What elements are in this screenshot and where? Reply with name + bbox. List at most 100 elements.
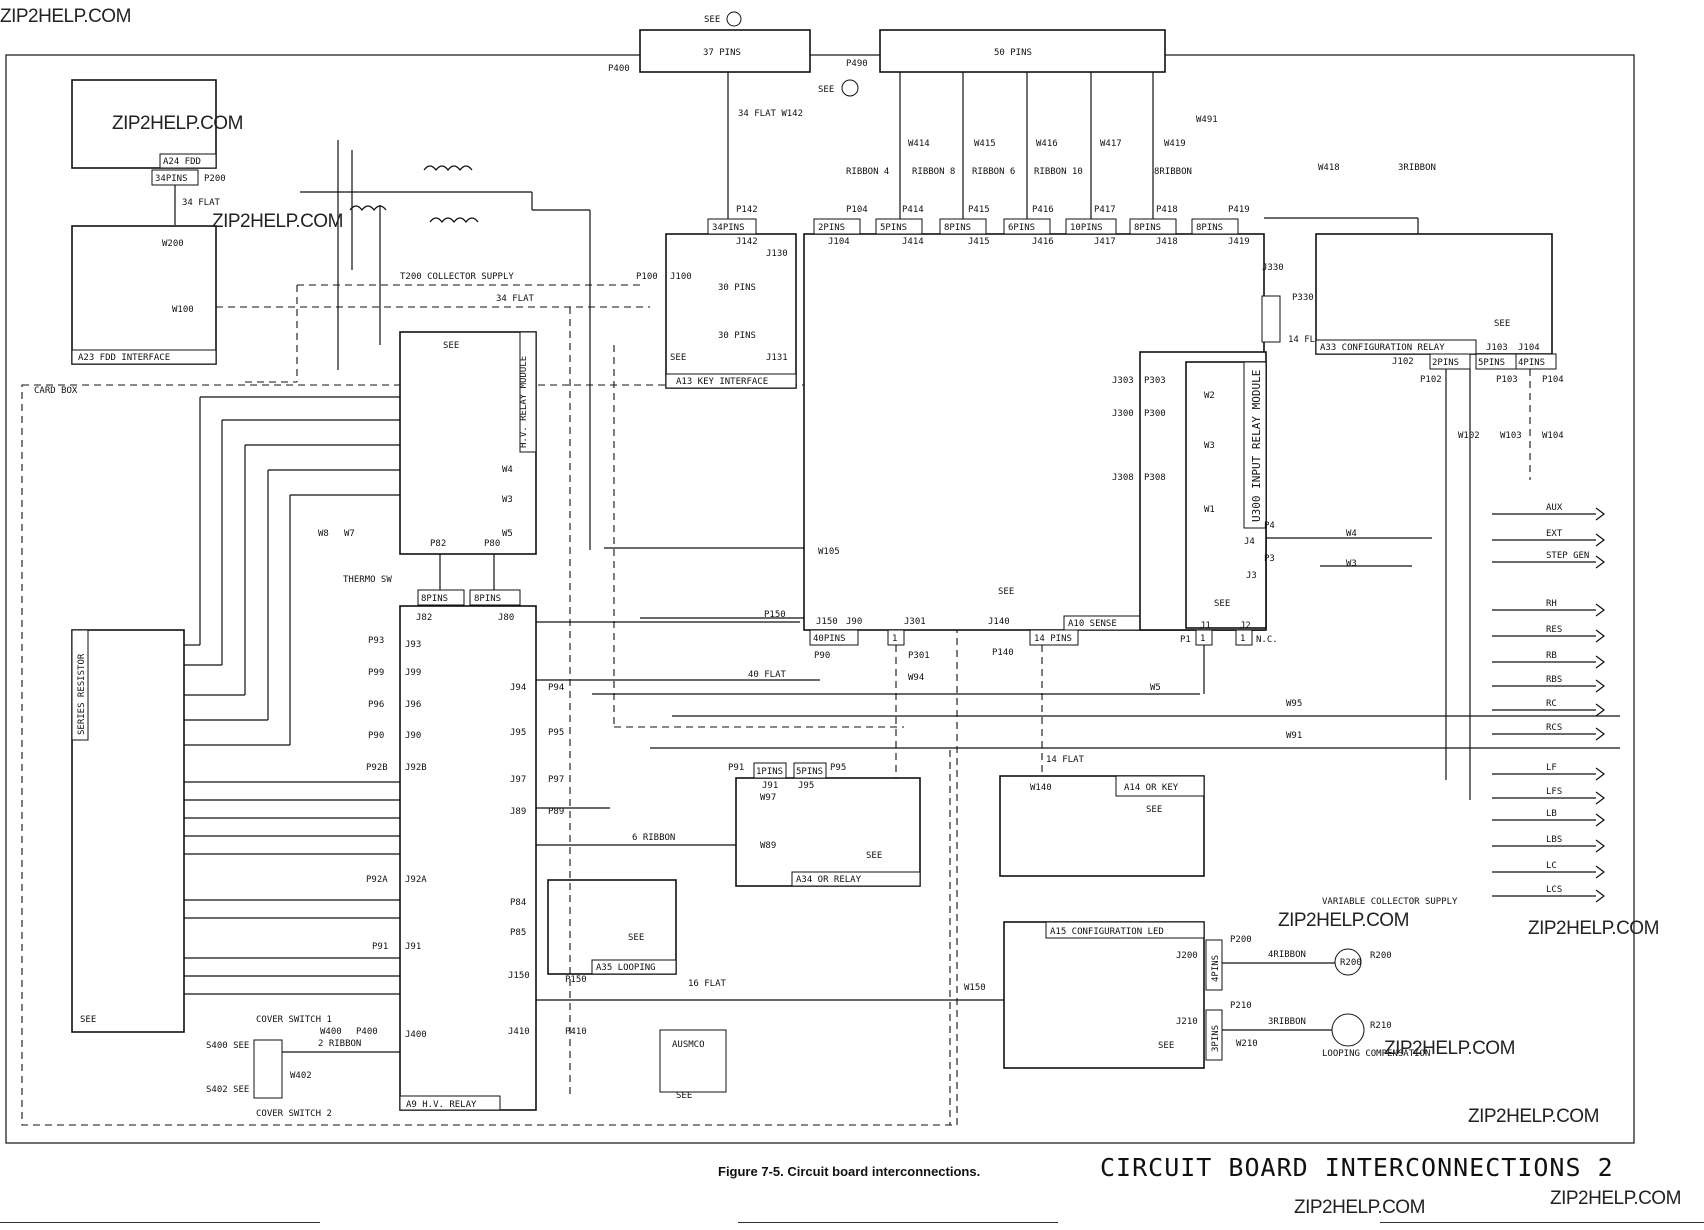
svg-text:P150: P150 bbox=[565, 975, 587, 985]
svg-text:P91: P91 bbox=[728, 763, 744, 773]
svg-text:P4: P4 bbox=[1264, 521, 1275, 531]
svg-text:J91: J91 bbox=[762, 781, 778, 791]
svg-text:P140: P140 bbox=[992, 648, 1014, 658]
output-label-res: RES bbox=[1546, 625, 1562, 635]
diagram-frame bbox=[5, 54, 1635, 1144]
svg-text:J300: J300 bbox=[1112, 409, 1134, 419]
output-arrow-icon bbox=[1595, 603, 1605, 617]
diagram-title: CIRCUIT BOARD INTERCONNECTIONS 2 bbox=[1100, 1153, 1614, 1182]
output-arrow-icon bbox=[1595, 629, 1605, 643]
watermark: ZIP2HELP.COM bbox=[0, 6, 131, 27]
svg-text:W2: W2 bbox=[1204, 391, 1215, 401]
footer-rule bbox=[0, 1222, 320, 1223]
svg-text:P417: P417 bbox=[1094, 205, 1116, 215]
svg-text:P200: P200 bbox=[204, 174, 226, 184]
svg-text:W97: W97 bbox=[760, 793, 776, 803]
svg-text:W419: W419 bbox=[1164, 139, 1186, 149]
svg-text:W5: W5 bbox=[1150, 683, 1161, 693]
svg-text:J100: J100 bbox=[670, 272, 692, 282]
output-label-step-gen: STEP GEN bbox=[1546, 551, 1589, 561]
cover1-label: COVER SWITCH 1 bbox=[256, 1015, 332, 1025]
svg-text:P210: P210 bbox=[1230, 1001, 1252, 1011]
svg-text:34 FLAT W142: 34 FLAT W142 bbox=[738, 109, 803, 119]
a13-label: A13 KEY INTERFACE bbox=[676, 377, 768, 387]
output-label-rh: RH bbox=[1546, 599, 1557, 609]
svg-text:P84: P84 bbox=[510, 898, 526, 908]
output-terminals bbox=[1445, 369, 1531, 800]
svg-text:P200: P200 bbox=[1230, 935, 1252, 945]
output-arrow-icon bbox=[1595, 727, 1605, 741]
p400-connector bbox=[639, 29, 811, 73]
svg-text:P416: P416 bbox=[1032, 205, 1054, 215]
svg-text:P91: P91 bbox=[372, 942, 388, 952]
series-resistor-label: SERIES RESISTOR bbox=[77, 653, 87, 735]
pins37-label: 37 PINS bbox=[703, 48, 741, 58]
svg-text:J103: J103 bbox=[1486, 343, 1508, 353]
svg-text:J104: J104 bbox=[828, 237, 850, 247]
pins50-label: 50 PINS bbox=[994, 48, 1032, 58]
output-arrow-icon bbox=[1595, 865, 1605, 879]
svg-text:SEE: SEE bbox=[1494, 319, 1510, 329]
svg-text:J415: J415 bbox=[968, 237, 990, 247]
svg-text:J102: J102 bbox=[1392, 357, 1414, 367]
svg-text:J418: J418 bbox=[1156, 237, 1178, 247]
svg-text:R200: R200 bbox=[1340, 958, 1362, 968]
svg-text:P330: P330 bbox=[1292, 293, 1314, 303]
svg-text:14 PINS: 14 PINS bbox=[1034, 634, 1072, 644]
a24-board bbox=[71, 79, 217, 169]
svg-text:P96: P96 bbox=[368, 700, 384, 710]
a10-label: A10 SENSE bbox=[1068, 619, 1117, 629]
svg-text:6 RIBBON: 6 RIBBON bbox=[632, 833, 675, 843]
svg-text:J99: J99 bbox=[405, 668, 421, 678]
top-headers: 2PINS 5PINS 8PINS 6PINS 10PINS 8PINS 8PI… bbox=[813, 205, 1250, 247]
svg-text:J303: J303 bbox=[1112, 376, 1134, 386]
svg-text:8PINS: 8PINS bbox=[1196, 223, 1223, 233]
ribbon-cables: W414 W415 W416 W417 W419 W491 RIBBON 4 R… bbox=[846, 72, 1436, 219]
figure-caption: Figure 7-5. Circuit board interconnectio… bbox=[718, 1164, 981, 1179]
svg-text:J417: J417 bbox=[1094, 237, 1116, 247]
ausmco-part bbox=[659, 1029, 727, 1093]
footer-rule bbox=[738, 1222, 1058, 1223]
card-box-outline bbox=[21, 384, 958, 1126]
svg-text:10PINS: 10PINS bbox=[1070, 223, 1103, 233]
svg-text:W8: W8 bbox=[318, 529, 329, 539]
svg-text:J3: J3 bbox=[1246, 571, 1257, 581]
svg-text:P400: P400 bbox=[356, 1027, 378, 1037]
svg-text:W414: W414 bbox=[908, 139, 930, 149]
svg-text:P82: P82 bbox=[430, 539, 446, 549]
svg-text:J150: J150 bbox=[816, 617, 838, 627]
watermark: ZIP2HELP.COM bbox=[1384, 1038, 1515, 1059]
svg-text:3RIBBON: 3RIBBON bbox=[1268, 1017, 1306, 1027]
svg-text:P414: P414 bbox=[902, 205, 924, 215]
svg-text:P300: P300 bbox=[1144, 409, 1166, 419]
output-arrow-icon bbox=[1595, 703, 1605, 717]
hv-module-label: H.V. RELAY MODULE bbox=[519, 356, 529, 448]
svg-text:J200: J200 bbox=[1176, 951, 1198, 961]
svg-text:J97: J97 bbox=[510, 775, 526, 785]
see-note-1: SEE bbox=[704, 15, 720, 25]
svg-text:S400 SEE: S400 SEE bbox=[206, 1041, 249, 1051]
svg-text:J80: J80 bbox=[498, 613, 514, 623]
svg-text:P418: P418 bbox=[1156, 205, 1178, 215]
cover2-label: COVER SWITCH 2 bbox=[256, 1109, 332, 1119]
a24-label: A24 FDD bbox=[163, 157, 201, 167]
t200-label: T200 COLLECTOR SUPPLY bbox=[400, 272, 514, 282]
svg-text:J95: J95 bbox=[798, 781, 814, 791]
svg-text:P419: P419 bbox=[1228, 205, 1250, 215]
output-arrow-icon bbox=[1595, 767, 1605, 781]
svg-text:W140: W140 bbox=[1030, 783, 1052, 793]
svg-text:J308: J308 bbox=[1112, 473, 1134, 483]
a13-board bbox=[665, 233, 797, 389]
a34-label: A34 OR RELAY bbox=[796, 875, 862, 885]
svg-text:W5: W5 bbox=[502, 529, 513, 539]
svg-text:8RIBBON: 8RIBBON bbox=[1154, 167, 1192, 177]
svg-text:P150: P150 bbox=[764, 610, 786, 620]
svg-text:SEE: SEE bbox=[1146, 805, 1162, 815]
svg-text:J410: J410 bbox=[508, 1027, 530, 1037]
svg-text:P1: P1 bbox=[1180, 635, 1191, 645]
a35-label: A35 LOOPING bbox=[596, 963, 656, 973]
svg-text:W100: W100 bbox=[172, 305, 194, 315]
svg-text:4RIBBON: 4RIBBON bbox=[1268, 950, 1306, 960]
